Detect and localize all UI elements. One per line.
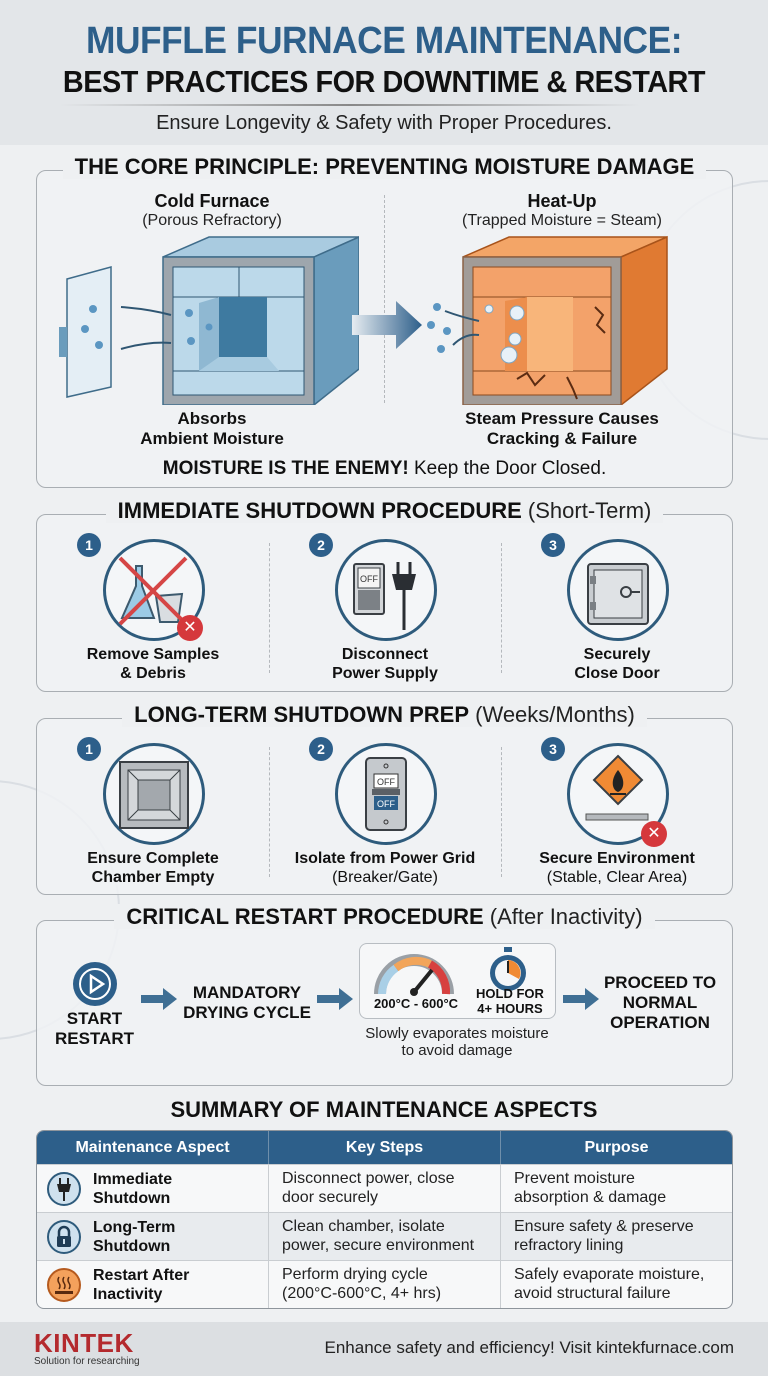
logo-tagline: Solution for researching xyxy=(34,1356,140,1367)
stopwatch-icon xyxy=(490,947,526,991)
closed-door-icon xyxy=(587,563,649,625)
immediate-shutdown-title: IMMEDIATE SHUTDOWN PROCEDURE (Short-Term… xyxy=(105,498,664,523)
step-label: Disconnect xyxy=(341,646,429,663)
switch-plug-icon: OFF xyxy=(353,562,416,630)
breaker-icon: OFF OFF xyxy=(365,757,407,831)
immediate-step-3: 3 Securely Close Door xyxy=(501,515,733,691)
summary-table: Maintenance Aspect Key Steps Purpose Imm… xyxy=(36,1130,733,1309)
flow-arrow-icon xyxy=(563,988,599,1010)
column-header: Purpose xyxy=(584,1138,649,1156)
page-subtitle: Ensure Longevity & Safety with Proper Pr… xyxy=(156,112,612,134)
cold-furnace-column: Cold Furnace (Porous Refractory) xyxy=(47,191,377,230)
flammable-hazard-icon xyxy=(585,754,649,821)
cold-furnace-icon xyxy=(59,236,359,405)
step-label: Securely xyxy=(583,646,651,663)
cold-furnace-subheading: (Porous Refractory) xyxy=(142,212,282,229)
flow-arrow-icon xyxy=(141,988,177,1010)
no-samples-icon xyxy=(118,556,188,626)
cold-furnace-caption: Absorbs xyxy=(177,409,247,428)
core-divider xyxy=(384,195,385,403)
temperature-range: 200°C - 600°C xyxy=(373,996,459,1011)
transition-arrow-icon xyxy=(352,301,422,349)
core-principle-panel: THE CORE PRINCIPLE: PREVENTING MOISTURE … xyxy=(36,154,733,488)
step-label: Secure Environment xyxy=(539,850,695,867)
play-icon xyxy=(73,962,117,1006)
heat-up-heading: Heat-Up xyxy=(527,191,597,211)
svg-text:OFF: OFF xyxy=(360,574,378,584)
step-divider xyxy=(269,543,270,673)
step-number-badge: 3 xyxy=(541,533,565,557)
svg-text:OFF: OFF xyxy=(377,799,395,809)
heat-up-caption: Steam Pressure Causes xyxy=(465,409,659,428)
cold-furnace-caption-2: Ambient Moisture xyxy=(140,429,284,448)
long-term-step-3: ✕ 3 Secure Environment (Stable, Clear Ar… xyxy=(501,719,733,894)
step-number-badge: 3 xyxy=(541,737,565,761)
step-divider xyxy=(269,747,270,877)
lock-icon xyxy=(47,1219,81,1254)
svg-text:OFF: OFF xyxy=(377,777,395,787)
long-term-shutdown-panel: LONG-TERM SHUTDOWN PREP (Weeks/Months) 1… xyxy=(36,702,733,895)
long-term-title: LONG-TERM SHUTDOWN PREP (Weeks/Months) xyxy=(122,702,647,727)
flow-arrow-icon xyxy=(317,988,353,1010)
page-title-secondary: BEST PRACTICES FOR DOWNTIME & RESTART xyxy=(62,64,706,99)
step-label: Remove Samples xyxy=(86,646,220,663)
error-badge-icon: ✕ xyxy=(177,615,203,641)
step-number-badge: 2 xyxy=(309,533,333,557)
immediate-shutdown-panel: IMMEDIATE SHUTDOWN PROCEDURE (Short-Term… xyxy=(36,498,733,692)
title-divider xyxy=(60,104,640,106)
footer-cta-link[interactable]: Enhance safety and efficiency! Visit kin… xyxy=(324,1338,735,1357)
error-badge-icon: ✕ xyxy=(641,821,667,847)
heat-up-caption-2: Cracking & Failure xyxy=(486,429,638,448)
immediate-step-1: ✕ 1 Remove Samples & Debris xyxy=(37,515,269,691)
step-divider xyxy=(501,543,502,673)
column-header: Key Steps xyxy=(269,1131,501,1164)
restart-procedure-panel: CRITICAL RESTART PROCEDURE (After Inacti… xyxy=(36,904,733,1086)
plug-icon xyxy=(47,1171,81,1206)
long-term-step-2: OFF OFF 2 Isolate from Power Grid (Break… xyxy=(269,719,501,894)
long-term-step-1: 1 Ensure Complete Chamber Empty xyxy=(37,719,269,894)
column-header: Maintenance Aspect xyxy=(37,1131,269,1164)
immediate-step-2: OFF 2 Disconnect Power Supply xyxy=(269,515,501,691)
heat-up-subheading: (Trapped Moisture = Steam) xyxy=(462,212,662,229)
step-number-badge: 1 xyxy=(77,737,101,761)
core-principle-title: THE CORE PRINCIPLE: PREVENTING MOISTURE … xyxy=(62,154,707,179)
table-header: Maintenance Aspect Key Steps Purpose xyxy=(37,1131,732,1164)
cold-furnace-heading: Cold Furnace xyxy=(154,191,270,211)
step-label: Isolate from Power Grid xyxy=(294,850,476,867)
hot-furnace-icon xyxy=(427,235,668,405)
moisture-warning: MOISTURE IS THE ENEMY! Keep the Door Clo… xyxy=(162,458,607,479)
summary-title: SUMMARY OF MAINTENANCE ASPECTS xyxy=(170,1097,598,1122)
page-title: MUFFLE FURNACE MAINTENANCE: xyxy=(85,20,683,62)
heat-up-column: Heat-Up (Trapped Moisture = Steam) xyxy=(407,191,717,230)
step-number-badge: 1 xyxy=(77,533,101,557)
empty-chamber-icon xyxy=(119,761,189,829)
header: MUFFLE FURNACE MAINTENANCE: BEST PRACTIC… xyxy=(0,0,768,145)
step-number-badge: 2 xyxy=(309,737,333,761)
kintek-logo[interactable]: KINTEK xyxy=(34,1328,134,1358)
step-divider xyxy=(501,747,502,877)
step-label: Ensure Complete xyxy=(87,850,219,867)
heat-icon xyxy=(47,1267,81,1302)
restart-title: CRITICAL RESTART PROCEDURE (After Inacti… xyxy=(114,904,655,929)
footer: KINTEK Solution for researching Enhance … xyxy=(0,1322,768,1376)
temperature-gauge-icon xyxy=(374,954,454,996)
